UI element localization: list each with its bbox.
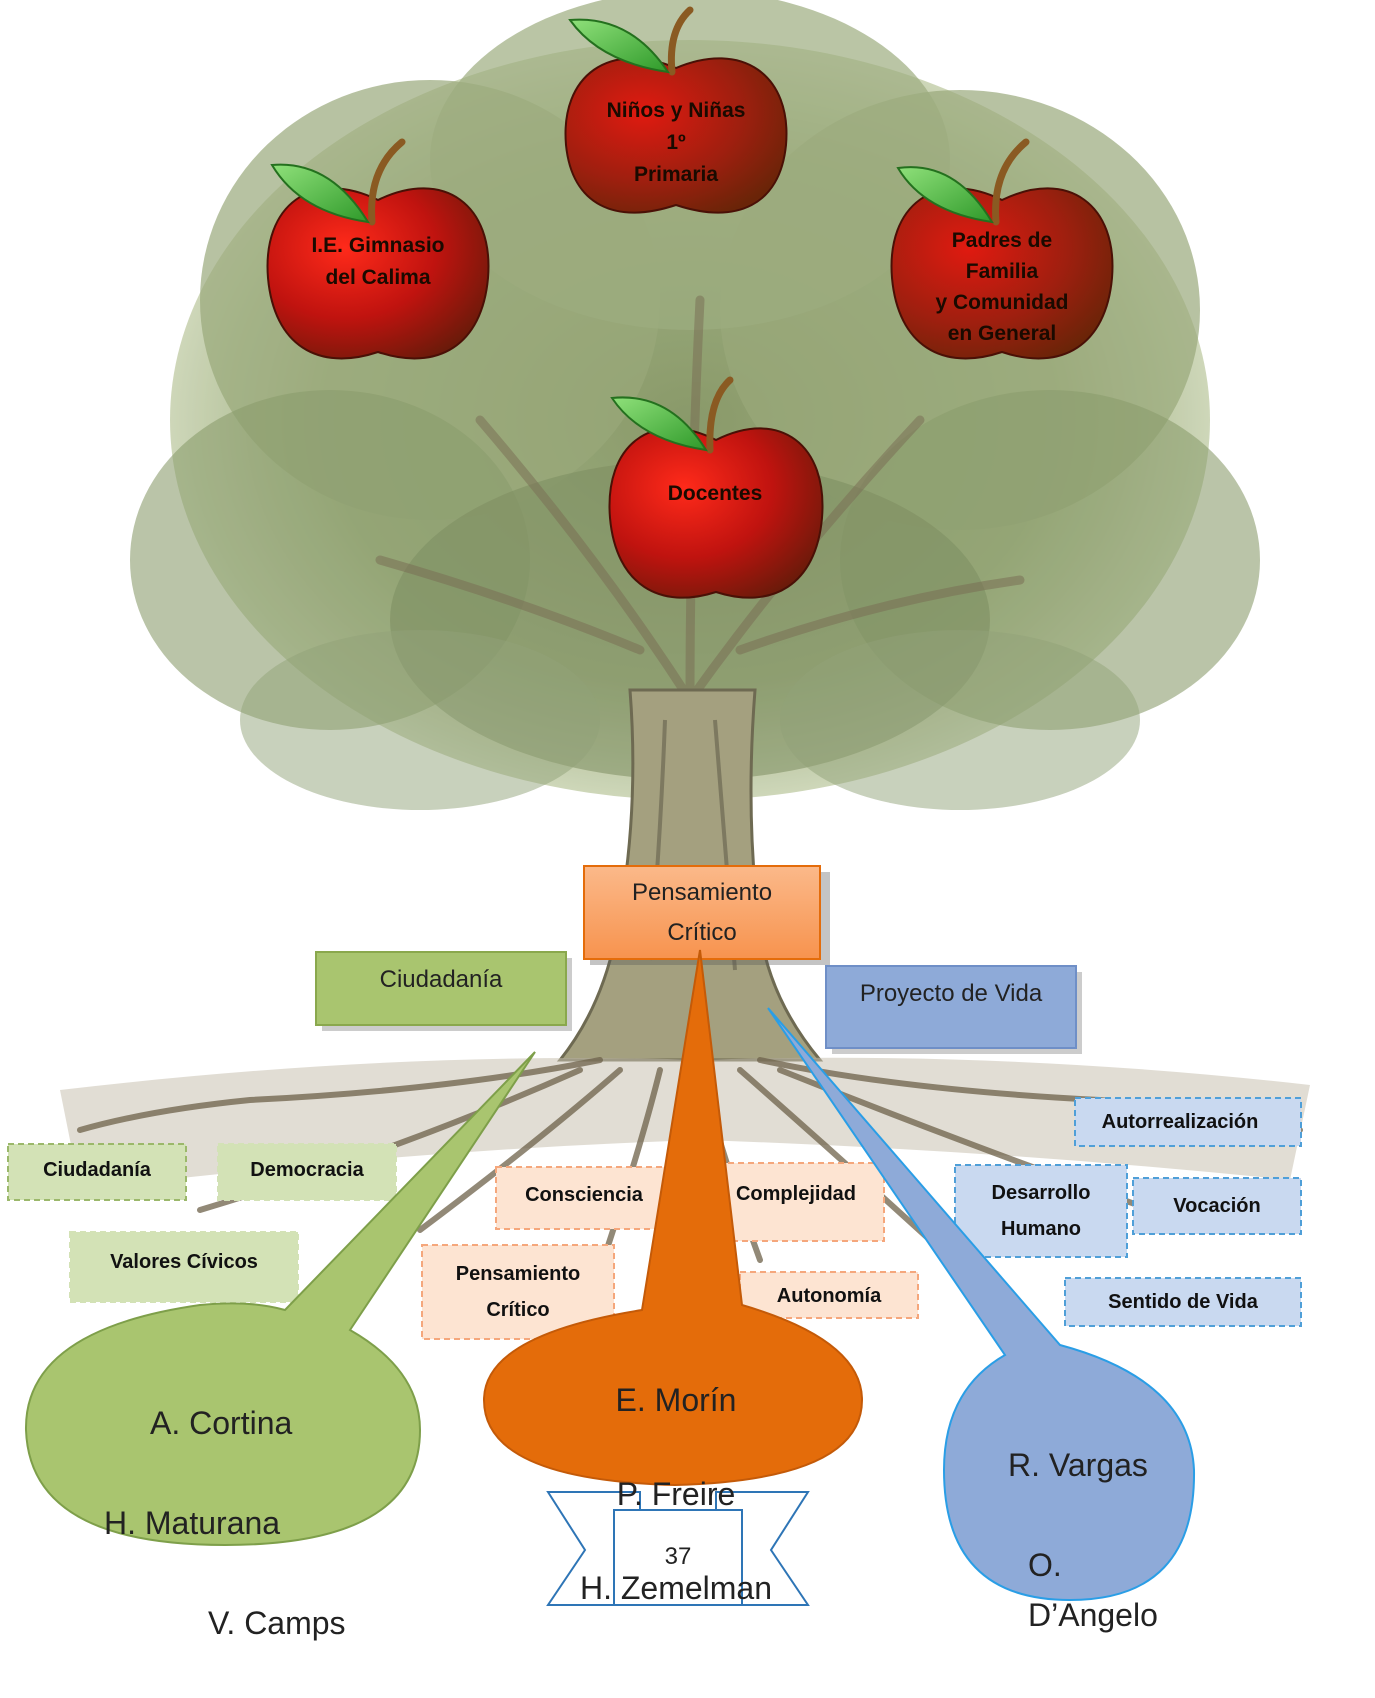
root-ciudadania: Ciudadanía	[43, 1159, 151, 1181]
root-vocacion: Vocación	[1173, 1195, 1261, 1217]
critical-thinking-box	[583, 865, 821, 960]
root-box-valores	[69, 1231, 299, 1303]
root-box-ciudadania	[7, 1143, 187, 1201]
apple-label-teachers: Docentes	[667, 482, 763, 505]
apple-label-school: I.E. Gimnasio del Calima	[311, 234, 445, 289]
apple-label-students: Niños y Niñas 1º Primaria	[606, 99, 746, 186]
page-number-banner	[546, 1491, 810, 1606]
root-valores-civicos: Valores Cívicos	[110, 1251, 258, 1273]
life-project-title: Proyecto de Vida	[859, 980, 1043, 1007]
page-number: 37	[664, 1543, 692, 1570]
author-vargas: R. Vargas	[1008, 1447, 1148, 1483]
apple-shape-bottom	[608, 376, 824, 599]
root-sentido-de-vida: Sentido de Vida	[1108, 1291, 1258, 1313]
root-consciencia: Consciencia	[525, 1184, 643, 1206]
authors-right: R. Vargas O. D’Angelo	[1000, 1390, 1200, 1633]
life-project-box	[825, 965, 1077, 1049]
tree-illustration	[7, 0, 1310, 1606]
author-maturana: H. Maturana	[104, 1505, 281, 1541]
author-morin: E. Morín	[615, 1382, 737, 1418]
citizenship-box	[315, 951, 567, 1026]
apple-shape-center	[564, 6, 788, 214]
apple-shape-right	[890, 138, 1114, 360]
root-box-sentido	[1064, 1277, 1302, 1327]
root-box-desarrollo	[954, 1164, 1128, 1258]
root-pensamiento-critico: Pensamiento Crítico	[455, 1263, 581, 1321]
author-cortina: A. Cortina	[150, 1405, 293, 1441]
root-autonomia: Autonomía	[776, 1285, 882, 1307]
root-box-consciencia	[495, 1166, 673, 1230]
root-box-complejidad	[707, 1162, 885, 1242]
author-freire: P. Freire	[616, 1476, 736, 1512]
authors-left: A. Cortina H. Maturana V. Camps	[90, 1348, 370, 1641]
apple-label-parents: Padres de Familia y Comunidad en General	[935, 229, 1069, 345]
bubble-center	[482, 949, 864, 1487]
bubble-left	[24, 1051, 536, 1547]
root-box-democracia	[217, 1143, 397, 1201]
root-box-vocacion	[1132, 1177, 1302, 1235]
author-dangelo: O. D’Angelo	[1028, 1547, 1158, 1633]
root-complejidad: Complejidad	[735, 1183, 856, 1205]
root-box-autonomia	[739, 1271, 919, 1319]
bubble-right	[767, 1007, 1196, 1602]
apple-shape-left	[266, 138, 490, 360]
citizenship-title: Ciudadanía	[379, 966, 503, 993]
root-democracia: Democracia	[250, 1159, 364, 1181]
author-zemelman: H. Zemelman	[579, 1570, 773, 1606]
root-box-autorrealizacion	[1074, 1097, 1302, 1147]
authors-center: E. Morín P. Freire H. Zemelman	[556, 1328, 796, 1606]
root-desarrollo-humano: Desarrollo Humano	[991, 1182, 1091, 1240]
author-camps: V. Camps	[208, 1605, 346, 1641]
critical-thinking-title: Pensamiento Crítico	[631, 879, 773, 946]
root-autorrealizacion: Autorrealización	[1101, 1111, 1259, 1133]
